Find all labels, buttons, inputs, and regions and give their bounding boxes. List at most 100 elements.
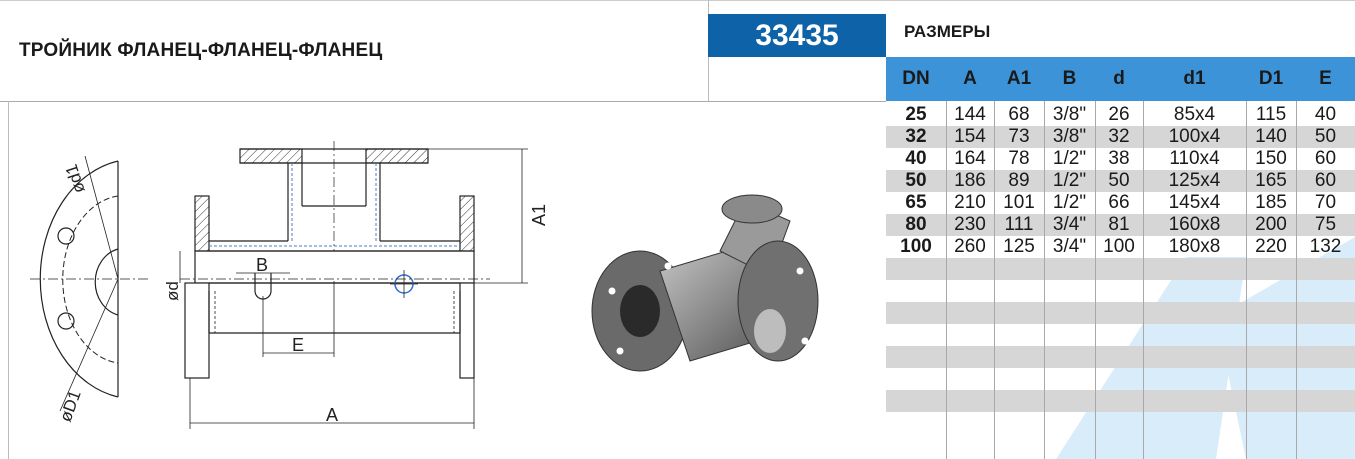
table-cell: 154	[954, 126, 986, 147]
table-cell: 100x4	[1168, 126, 1221, 147]
table-cell: 115	[1255, 104, 1287, 125]
table-cell: 75	[1314, 214, 1337, 235]
table-cell: 78	[1008, 148, 1030, 169]
table-cell: 165	[1255, 170, 1287, 191]
table-cell: 132	[1309, 236, 1342, 257]
table-cell: 3/8"	[1052, 104, 1087, 125]
column-header-d: d	[1113, 68, 1125, 89]
table-cell: 210	[954, 192, 986, 213]
table-cell: 125	[1003, 236, 1035, 257]
table-row	[886, 346, 1355, 368]
table-row	[886, 258, 1355, 280]
table-cell: 68	[1008, 104, 1030, 125]
table-row	[886, 302, 1355, 324]
table-cell: 164	[954, 148, 986, 169]
table-cell: 110x4	[1169, 148, 1220, 169]
column-divider	[1044, 101, 1045, 459]
table-cell: 32	[1108, 126, 1130, 147]
table-cell: 230	[954, 214, 986, 235]
table-row: 80 230 111 3/4" 81 160x8 200 75	[886, 214, 1355, 236]
table-cell: 144	[954, 104, 986, 125]
column-divider	[994, 101, 995, 459]
table-cell: 160x8	[1168, 214, 1221, 235]
table-cell: 65	[905, 192, 927, 213]
table-row	[886, 324, 1355, 346]
B-label: B	[256, 255, 268, 275]
table-cell: 32	[905, 126, 927, 147]
table-cell: 260	[954, 236, 986, 257]
table-cell: 111	[1004, 214, 1034, 235]
table-cell: 3/4"	[1052, 236, 1087, 257]
column-header-dn: DN	[902, 68, 930, 89]
table-cell: 220	[1255, 236, 1287, 257]
column-divider	[1095, 101, 1096, 459]
column-header-d1: D1	[1258, 68, 1284, 89]
table-cell: 50	[1314, 126, 1337, 147]
E-label: E	[292, 335, 304, 355]
table-cell: 60	[1314, 170, 1337, 191]
table-cell: 60	[1314, 148, 1337, 169]
table-cell: 101	[1003, 192, 1035, 213]
product-code: 33435	[708, 14, 886, 57]
column-divider	[1246, 101, 1247, 459]
table-row: 32 154 73 3/8" 32 100x4 140 50	[886, 126, 1355, 148]
table-cell: 100	[900, 236, 932, 257]
left-border	[8, 101, 9, 459]
table-cell: 50	[1108, 170, 1130, 191]
table-cell: 70	[1314, 192, 1337, 213]
table-cell: 40	[1314, 104, 1337, 125]
table-cell: 200	[1255, 214, 1287, 235]
table-cell: 185	[1255, 192, 1287, 213]
table-cell: 140	[1255, 126, 1287, 147]
d-label: ød	[163, 281, 182, 301]
table-cell: 25	[905, 104, 927, 125]
table-row	[886, 390, 1355, 412]
table-cell: 38	[1108, 148, 1130, 169]
table-cell: 125x4	[1168, 170, 1221, 191]
table-cell: 145x4	[1168, 192, 1221, 213]
header-divider	[0, 101, 886, 102]
table-cell: 180x8	[1168, 236, 1221, 257]
table-cell: 1/2"	[1052, 170, 1087, 191]
column-header-d1: d1	[1183, 68, 1206, 89]
table-cell: 66	[1108, 192, 1130, 213]
table-cell: 50	[905, 170, 927, 191]
table-cell: 89	[1008, 170, 1030, 191]
column-divider	[1143, 101, 1144, 459]
table-row: 100 260 125 3/4" 100 180x8 220 132	[886, 236, 1355, 258]
table-cell: 100	[1103, 236, 1135, 257]
D1-label: øD1	[56, 388, 85, 425]
d1-label: ød1	[62, 162, 89, 196]
title-cell: ТРОЙНИК ФЛАНЕЦ-ФЛАНЕЦ-ФЛАНЕЦ	[0, 0, 709, 101]
page-title: ТРОЙНИК ФЛАНЕЦ-ФЛАНЕЦ-ФЛАНЕЦ	[19, 39, 383, 61]
table-cell: 73	[1008, 126, 1030, 147]
table-cell: 3/4"	[1052, 214, 1087, 235]
table-cell: 186	[954, 170, 986, 191]
table-row: 65 210 101 1/2" 66 145x4 185 70	[886, 192, 1355, 214]
table-cell: 81	[1108, 214, 1130, 235]
A-label: A	[326, 405, 338, 425]
table-row: 50 186 89 1/2" 50 125x4 165 60	[886, 170, 1355, 192]
dimensions-label: РАЗМЕРЫ	[904, 22, 991, 41]
column-header-a: A	[963, 68, 977, 89]
code-under-cell	[708, 57, 886, 102]
column-header-a1: A1	[1006, 68, 1032, 89]
tee-3d-render	[591, 194, 819, 372]
table-cell: 40	[905, 148, 927, 169]
column-header-b: B	[1062, 68, 1077, 89]
A1-label: A1	[529, 204, 549, 226]
tee-section-view	[179, 141, 528, 429]
table-cell: 80	[905, 214, 927, 235]
table-cell: 1/2"	[1052, 148, 1087, 169]
column-divider	[1296, 101, 1297, 459]
table-cell: 1/2"	[1052, 192, 1087, 213]
table-row	[886, 280, 1355, 302]
table-cell: 85x4	[1173, 104, 1216, 125]
table-cell: 3/8"	[1052, 126, 1087, 147]
flange-side-view	[30, 155, 150, 412]
table-row	[886, 368, 1355, 390]
